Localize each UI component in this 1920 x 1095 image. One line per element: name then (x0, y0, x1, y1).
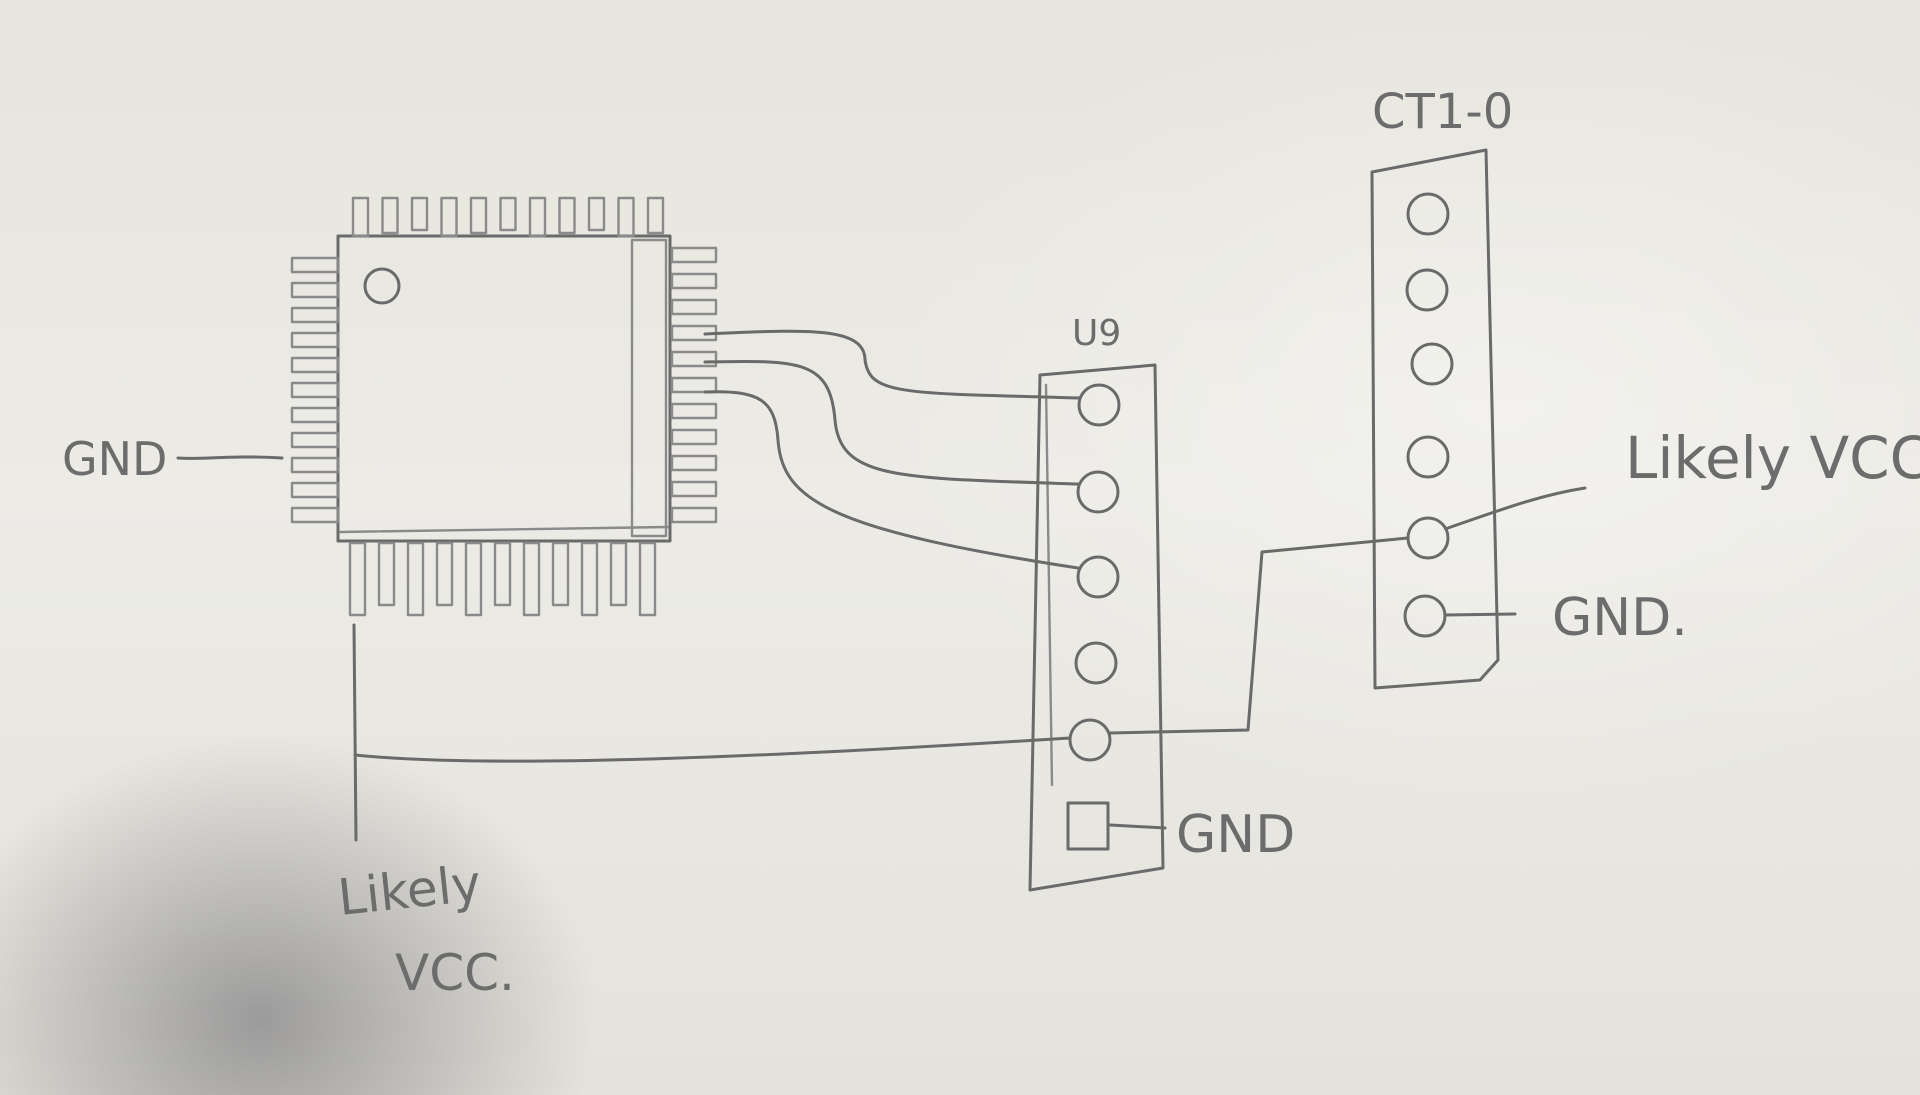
chip-pin-right (670, 480, 718, 498)
wire-vcc-to-u9-pin5 (353, 736, 1072, 763)
chip-pin-top (381, 196, 399, 235)
chip-pin-top (646, 196, 665, 235)
ct1-gnd-label: GND. (1552, 588, 1688, 648)
chip-pin-bottom (638, 541, 657, 617)
chip-pin-left (290, 506, 340, 524)
chip-pin-bottom (609, 541, 628, 607)
chip-pins-left (290, 256, 340, 524)
chip-pin-left (290, 331, 340, 349)
chip-pin-left (290, 356, 340, 374)
ct1-pin-5 (1406, 516, 1450, 560)
chip-pin-bottom (377, 541, 396, 607)
qfp-chip (290, 196, 718, 617)
chip-right-inner-strip (630, 238, 668, 538)
chip-pins-right (670, 246, 718, 524)
chip-pins-top (351, 196, 665, 238)
wire-u9-pin5-to-ct1-pin5 (1108, 536, 1410, 735)
chip-pin-top (410, 196, 429, 232)
ct1-pin-4 (1406, 435, 1450, 479)
chip-pin1-marker (363, 267, 401, 305)
wire-chip-to-u9-pin1 (703, 329, 1082, 400)
chip-pin-top (558, 196, 576, 235)
chip-pin-bottom (522, 541, 541, 617)
u9-label: U9 (1072, 313, 1121, 354)
chip-pin-top (351, 196, 370, 238)
u9-pin-6-square (1066, 801, 1110, 851)
chip-pin-top (617, 196, 635, 238)
chip-pin-right (670, 350, 718, 368)
chip-pin-left (290, 431, 340, 449)
chip-pin-right (670, 402, 718, 420)
wire-chip-vcc-down (352, 623, 358, 842)
chip-pin-left (290, 481, 340, 499)
ct1-header (1370, 148, 1500, 690)
u9-pin-5 (1068, 718, 1112, 762)
chip-bottom-inner-line (338, 525, 670, 534)
chip-pin-right (670, 298, 718, 316)
chip-pin-top (440, 196, 458, 238)
chip-gnd-label: GND (62, 432, 167, 486)
wire-ct1-gnd (1444, 612, 1517, 617)
ct1-outline (1370, 148, 1500, 690)
u9-pin-2 (1076, 470, 1120, 514)
wires (176, 329, 1587, 842)
ct1-pin-6 (1403, 594, 1447, 638)
chip-pin-bottom (464, 541, 483, 617)
ct1-pin-3 (1410, 342, 1454, 386)
wire-chip-to-u9-pin3 (703, 390, 1080, 570)
u9-pin-3 (1076, 555, 1120, 599)
chip-pin-top (587, 196, 606, 232)
u9-pin-1 (1077, 383, 1121, 427)
chip-pin-bottom (580, 541, 599, 617)
u9-inner-edge (1044, 383, 1054, 787)
labels: GND Likely VCC. U9 GND CT1-0 Likely VCC … (62, 84, 1920, 1002)
chip-pin-left (290, 281, 340, 299)
chip-pin-top (469, 196, 488, 235)
ct1-pin-1 (1406, 192, 1450, 236)
wire-u9-gnd (1108, 823, 1167, 830)
chip-pin-left (290, 381, 340, 399)
chip-pin-bottom (406, 541, 425, 617)
chip-pins-bottom (348, 541, 657, 617)
chip-pin-bottom (348, 541, 367, 617)
ct1-pin-2 (1405, 268, 1449, 312)
chip-pin-right (670, 454, 718, 472)
wire-chip-gnd (176, 455, 284, 460)
chip-vcc-label-line2: VCC. (395, 944, 515, 1002)
chip-pin-right (670, 428, 718, 446)
chip-pin-top (528, 196, 547, 238)
ct1-label: CT1-0 (1372, 84, 1513, 140)
chip-pin-left (290, 256, 340, 274)
u9-header (1028, 363, 1165, 892)
chip-pin-bottom (493, 541, 512, 607)
wire-chip-to-u9-pin2 (703, 359, 1080, 486)
u9-gnd-label: GND (1176, 805, 1295, 865)
chip-pin-left (290, 406, 340, 424)
chip-pin-left (290, 306, 340, 324)
chip-pin-left (290, 456, 340, 474)
u9-outline (1028, 363, 1165, 892)
chip-pin-right (670, 376, 718, 394)
wire-ct1-vcc (1446, 486, 1587, 530)
u9-pin-4 (1074, 641, 1118, 685)
chip-pin-right (670, 246, 718, 264)
chip-pin-right (670, 506, 718, 524)
ct1-vcc-label: Likely VCC (1625, 424, 1920, 492)
chip-body (336, 234, 672, 543)
chip-vcc-label-line1: Likely (335, 854, 483, 927)
chip-pin-bottom (435, 541, 454, 607)
chip-pin-top (499, 196, 517, 232)
chip-pin-right (670, 272, 718, 290)
chip-pin-bottom (551, 541, 570, 607)
